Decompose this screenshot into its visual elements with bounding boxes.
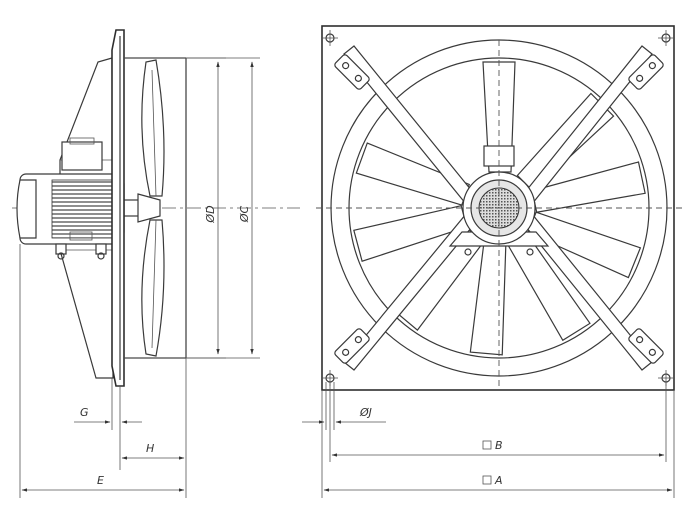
label-e: E (97, 474, 104, 487)
label-h: H (146, 442, 154, 455)
strut-plate-tl-bolt-b (354, 74, 362, 82)
strut-plate-br-bolt-b (648, 348, 656, 356)
motor-foot-right (95, 243, 107, 255)
label-dia-d: ØD (204, 205, 217, 223)
motor-nameplate (69, 231, 93, 241)
foot-bolt-left (57, 252, 65, 260)
blade-side-upper (141, 59, 165, 197)
mount-bolt-right (526, 248, 534, 256)
label-b: B (495, 439, 503, 452)
blade-side-rib-upper (151, 69, 157, 197)
blade-side-lower (141, 219, 165, 357)
impeller-hub (137, 193, 161, 223)
strut-plate-br-bolt-a (636, 336, 644, 344)
label-dia-j: ØJ (359, 406, 372, 419)
foot-bolt-right (97, 252, 105, 260)
label-dia-c: ØC (238, 206, 251, 224)
strut-plate-tl-bolt-a (342, 62, 350, 70)
side-view: ØD ØC G H E (12, 29, 300, 498)
motor-foot-left (55, 243, 67, 255)
wall-plate (111, 29, 125, 387)
strut-plate-bl-bolt-b (354, 336, 362, 344)
square-symbol-b (482, 440, 492, 450)
label-g: G (80, 406, 89, 419)
label-a: A (494, 474, 503, 487)
strut-plate-bl-bolt-a (342, 348, 350, 356)
motor-cooling-fins (51, 179, 115, 239)
blade-side-rib-lower (151, 219, 157, 349)
terminal-box-lid (69, 137, 95, 145)
front-view: ØJ B A (302, 25, 684, 498)
mount-bolt-left (464, 248, 472, 256)
terminal-box (61, 141, 103, 171)
strut-plate-tr-bolt-a (636, 74, 644, 82)
strut-plate-tr-bolt-b (648, 62, 656, 70)
motor-end-cap (16, 179, 37, 239)
square-symbol-a (482, 475, 492, 485)
